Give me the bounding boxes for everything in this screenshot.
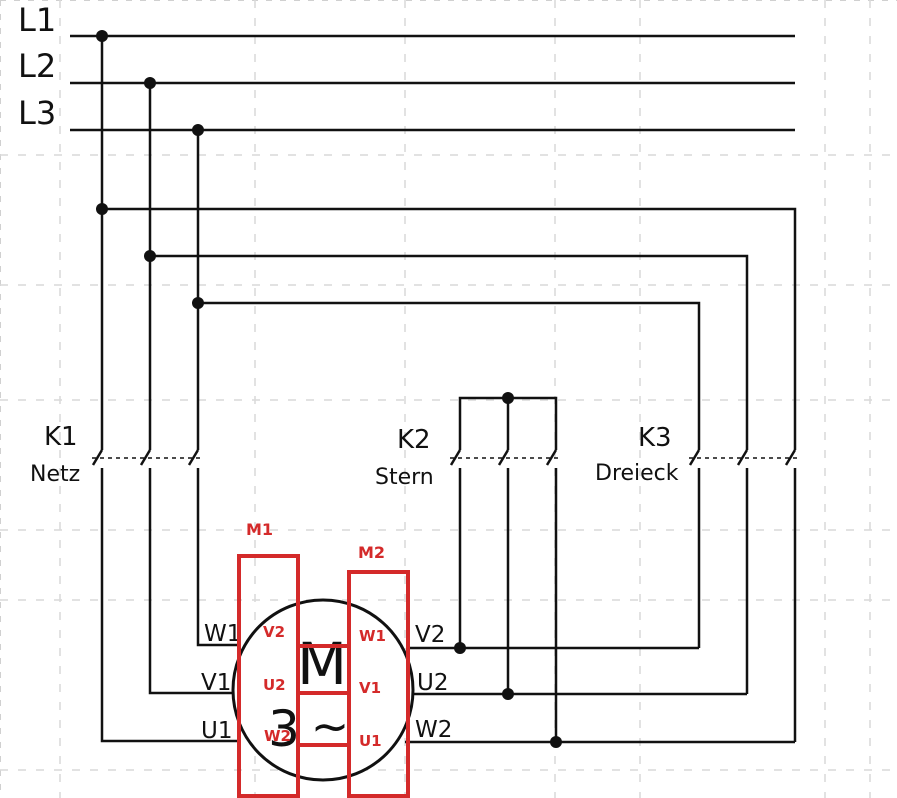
wire-to-v1 [148, 480, 235, 695]
m2-terminal-v1: V1 [359, 679, 381, 697]
wire-loop-middle [150, 254, 749, 450]
motor-circle [231, 598, 415, 782]
supply-bus [70, 34, 795, 132]
motor-letter: M [297, 630, 347, 698]
k3-id: K3 [638, 423, 672, 453]
terminal-u1: U1 [201, 718, 232, 744]
wire-to-u1 [100, 480, 240, 743]
m1-terminal-v2: V2 [263, 623, 285, 641]
motor-phase-count: 3 [268, 700, 300, 758]
m2-box [347, 570, 410, 798]
motor: M 3 ~ [231, 598, 415, 782]
m2-title: M2 [358, 543, 385, 562]
m1-terminal-u2: U2 [263, 676, 286, 694]
terminal-v1: V1 [201, 670, 231, 696]
terminal-w2: W2 [415, 717, 452, 743]
k1-id: K1 [44, 422, 78, 452]
contactor-labels: K1 Netz K2 Stern K3 Dreieck [30, 422, 679, 490]
k1-name: Netz [30, 462, 80, 487]
m1-box [237, 554, 300, 798]
wire-loop-outer [102, 207, 797, 450]
m2-terminal-u1: U1 [359, 732, 382, 750]
red-overlay: M1 M2 V2 U2 W2 W1 V1 U1 [237, 520, 410, 798]
phase-labels: L1 L2 L3 [18, 1, 56, 132]
junction-dots [96, 30, 562, 748]
wire-loop-inner [198, 301, 701, 450]
m1-terminal-w2: W2 [264, 727, 291, 745]
terminal-u2: U2 [417, 670, 448, 696]
wire-to-w1 [196, 480, 237, 647]
k2-name: Stern [375, 465, 434, 490]
k2-id: K2 [397, 425, 431, 455]
m2-terminal-w1: W1 [359, 627, 386, 645]
m1-title: M1 [246, 520, 273, 539]
phase-label-l2: L2 [18, 47, 56, 85]
terminal-w1: W1 [204, 621, 241, 647]
k3-name: Dreieck [595, 461, 679, 486]
phase-label-l1: L1 [18, 1, 56, 39]
terminal-v2: V2 [415, 622, 445, 648]
terminal-labels: W1 V1 U1 V2 U2 W2 [201, 621, 452, 744]
phase-label-l3: L3 [18, 94, 56, 132]
